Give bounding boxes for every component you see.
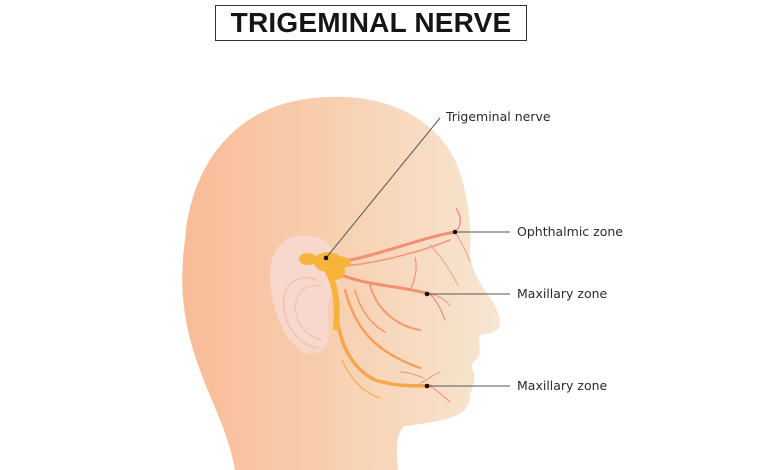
trigeminal-ganglion: [299, 252, 352, 331]
ear-inner-fold-2: [294, 284, 323, 341]
label-maxillary-zone-lower: Maxillary zone: [517, 378, 608, 393]
trigeminal-marker-dot: [323, 255, 329, 261]
label-maxillary-zone-upper: Maxillary zone: [517, 286, 608, 301]
ophthalmic-marker-dot: [452, 229, 458, 235]
ear-inner-fold: [282, 277, 319, 349]
label-trigeminal-nerve: Trigeminal nerve: [446, 109, 551, 124]
maxillary-upper-marker-dot: [424, 291, 430, 297]
leader-lines: [325, 117, 510, 387]
maxillary-lower-marker-dot: [424, 383, 430, 389]
marker-dots: [323, 229, 458, 389]
head-silhouette: [182, 96, 500, 470]
title-box: TRIGEMINAL NERVE: [215, 5, 527, 41]
diagram-title: TRIGEMINAL NERVE: [230, 7, 512, 38]
label-ophthalmic-zone: Ophthalmic zone: [517, 224, 623, 239]
